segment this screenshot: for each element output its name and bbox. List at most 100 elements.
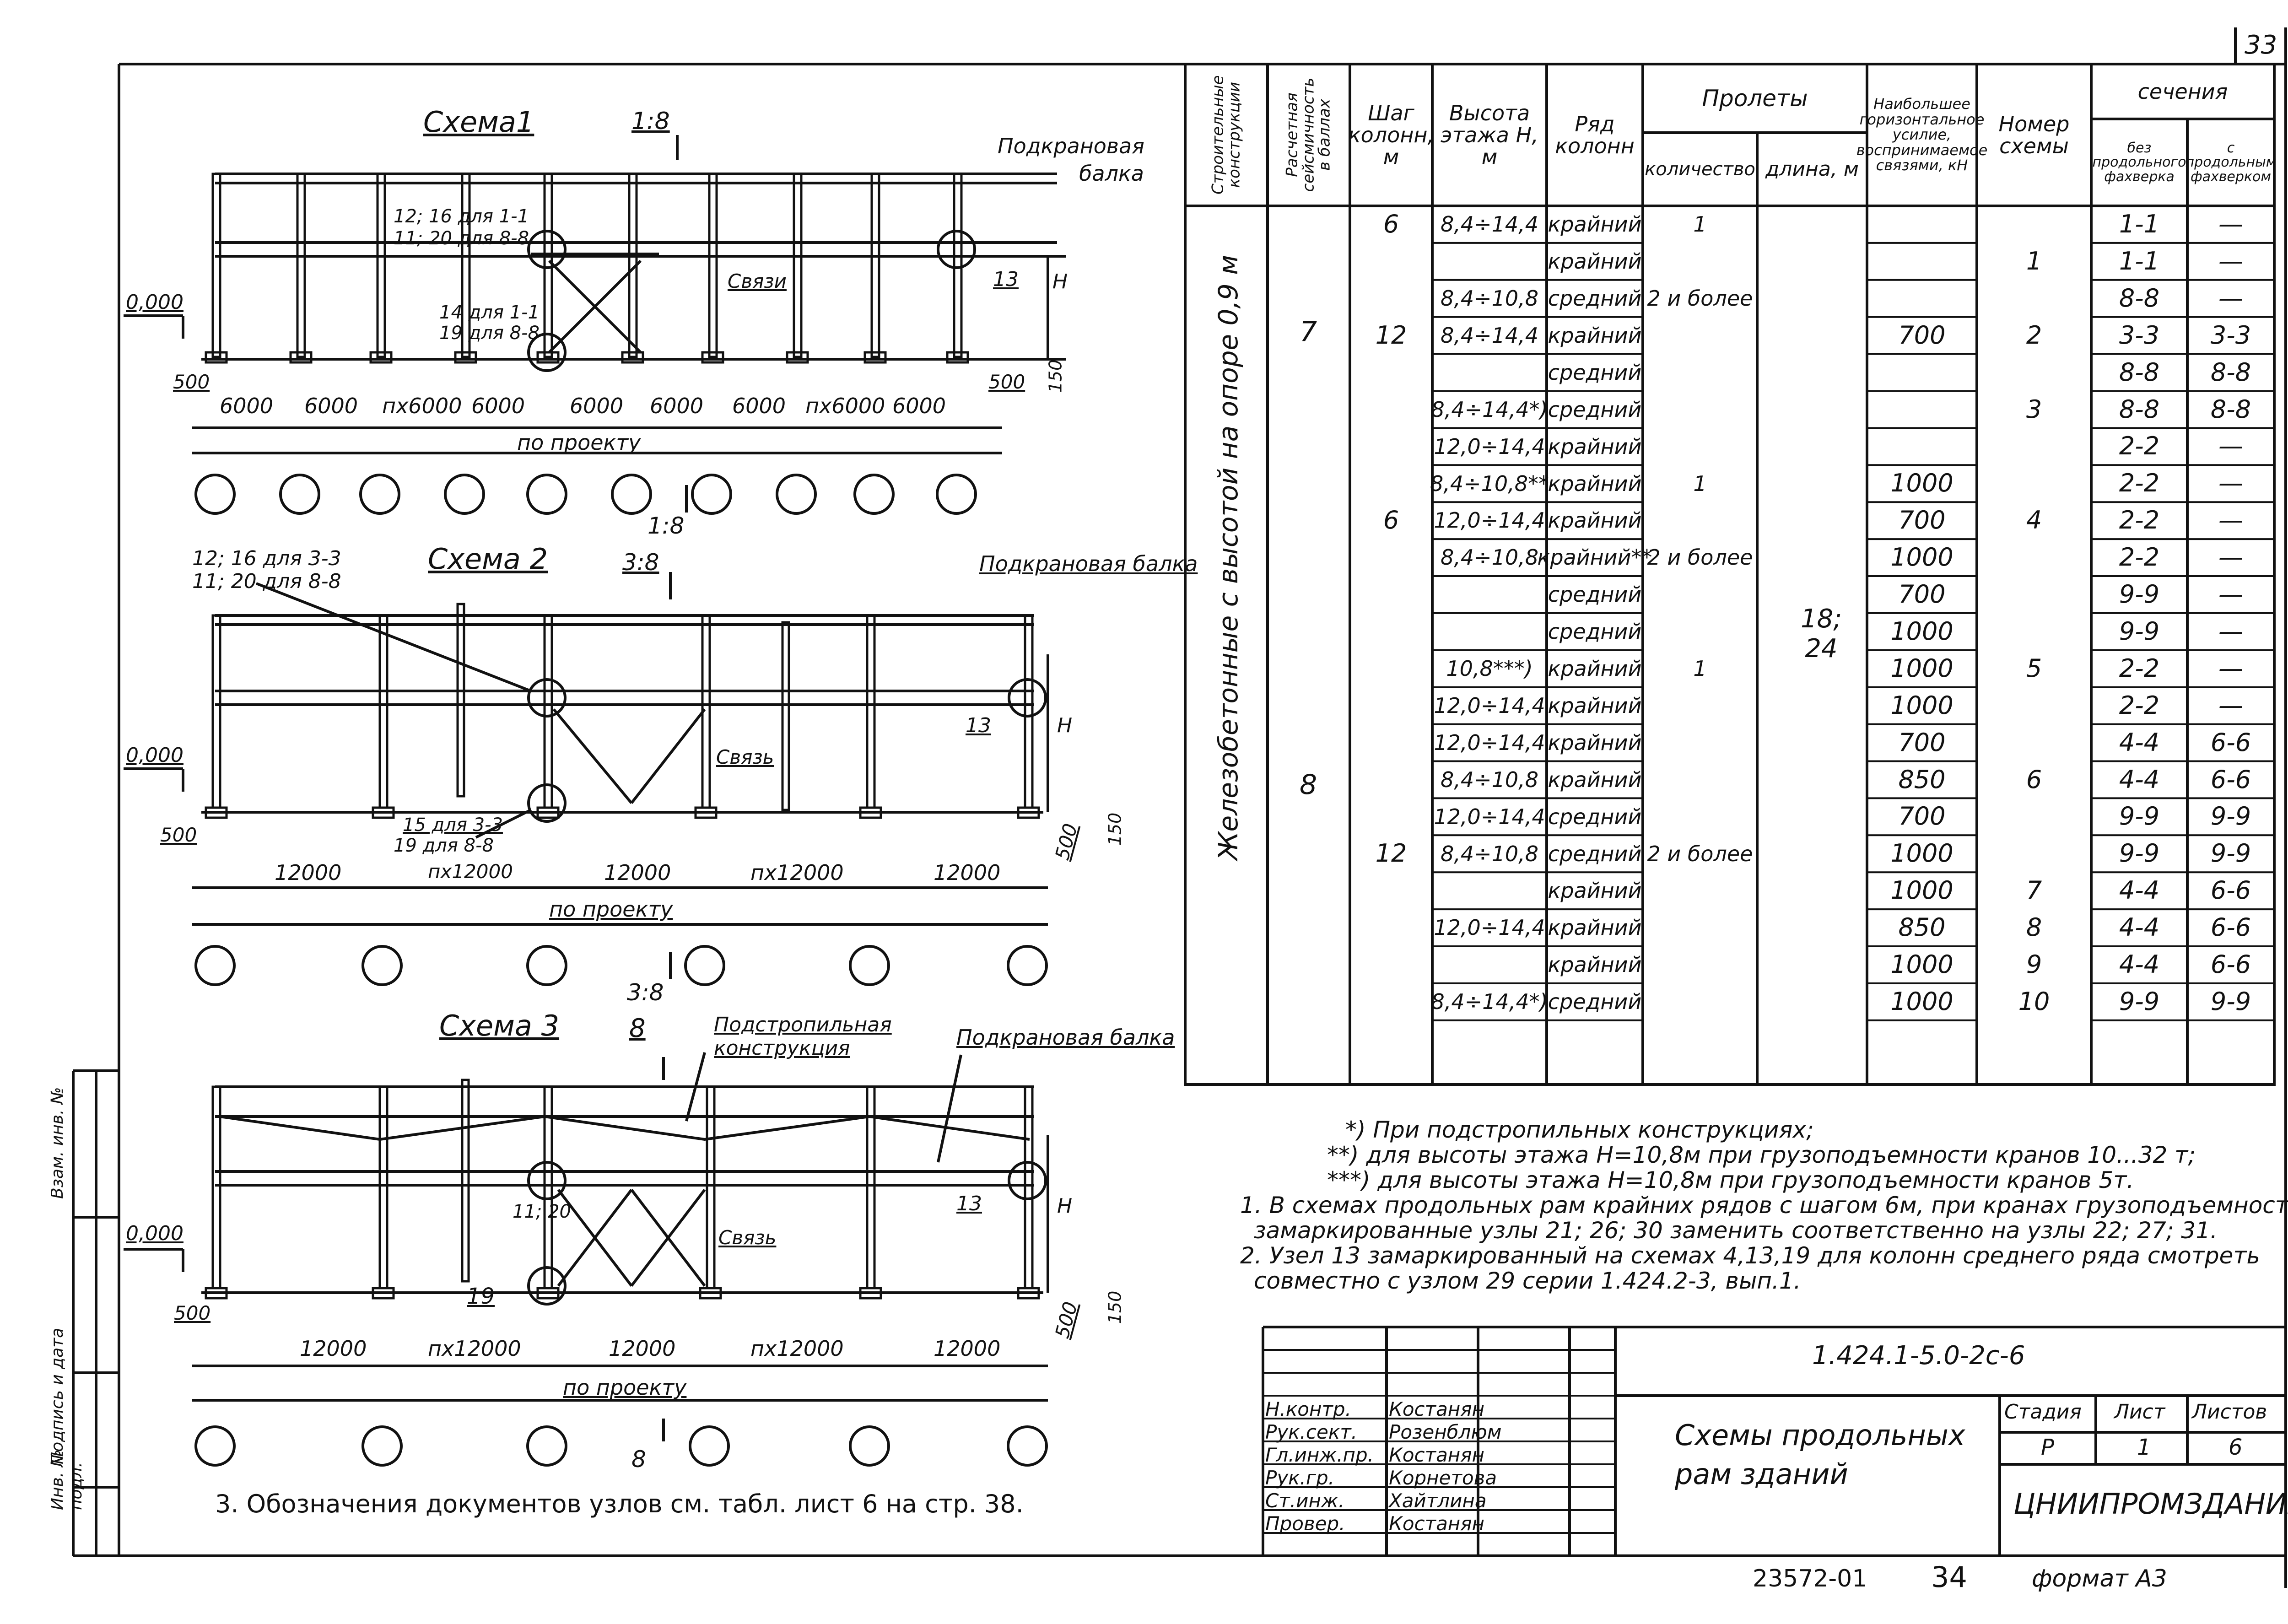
header-sections: сечения <box>2137 79 2228 104</box>
table-cell-s2: — <box>2218 469 2243 498</box>
schema-3-drawing <box>124 1052 1049 1467</box>
schema-2-h: Н <box>1057 714 1073 737</box>
schema-3-cut-top: 8 <box>629 1014 646 1043</box>
footnote-5: замаркированные узлы 21; 26; 30 заменить… <box>1254 1217 2218 1244</box>
table-cell-force: 1000 <box>1890 987 1953 1016</box>
table-cell-col: средний <box>1548 619 1642 644</box>
table-cell-count: 1 <box>1693 471 1707 496</box>
header-row: Ряд колонн <box>1555 111 1635 158</box>
schema-2-span-3: пх12000 <box>750 860 844 885</box>
role-4: Рук.гр. <box>1265 1467 1334 1489</box>
table-cell-s1: 8-8 <box>2119 357 2160 387</box>
schema-1-left-offset: 500 <box>173 371 210 393</box>
table-cell-height: 12,0÷14,4 <box>1434 434 1545 459</box>
schema-2-node-lower-1: 15 для 3-3 <box>403 815 503 836</box>
schema-1-cut-top: 1:8 <box>631 108 670 135</box>
table-cell-s2: 6-6 <box>2210 876 2251 905</box>
table-cell-s2: — <box>2218 283 2243 313</box>
table-cell-scheme: 8 <box>2026 913 2042 942</box>
schema-1-span-4: 6000 <box>471 394 525 418</box>
table-cell-col: средний <box>1548 841 1642 866</box>
sheet-title-1: Схемы продольных <box>1675 1419 1965 1452</box>
schema-1-right-offset: 500 <box>988 371 1025 393</box>
table-cell-col: крайний <box>1548 508 1642 533</box>
header-force: Наибольшее горизонтальное усилие, воспри… <box>1856 95 1988 174</box>
schema-3-span-4: пх12000 <box>750 1336 844 1361</box>
table-cell-s1: 4-4 <box>2119 913 2160 942</box>
schema-1-crane-beam: Подкрановая балка <box>998 134 1144 186</box>
table-cell-col: крайний <box>1548 952 1642 977</box>
table-cell-scheme: 10 <box>2018 987 2050 1016</box>
schema-1-span-1: 6000 <box>220 394 274 418</box>
table-cell-s2: — <box>2218 616 2243 646</box>
table-cell-s2: — <box>2218 506 2243 535</box>
footnote-3: ***) для высоты этажа Н=10,8м при грузоп… <box>1327 1167 2134 1193</box>
schema-2-span-1: 12000 <box>275 860 342 885</box>
footnote-4: 1. В схемах продольных рам крайних рядов… <box>1240 1192 2288 1219</box>
schema-3-project: по проекту <box>563 1375 687 1400</box>
table-cell-force: 1000 <box>1890 691 1953 720</box>
table-cell-force: 700 <box>1898 580 1946 609</box>
table-cell-s1: 1-1 <box>2119 246 2160 275</box>
schema-1-project: по проекту <box>517 430 641 455</box>
name-4: Корнетова <box>1389 1467 1497 1489</box>
header-sec-with: с продольным фахверком <box>2185 140 2277 185</box>
schema-3-node-13: 13 <box>956 1192 982 1215</box>
role-2: Рук.сект. <box>1265 1421 1358 1443</box>
inventory-number: 23572-01 <box>1753 1565 1867 1592</box>
table-cell-count: 2 и более <box>1647 545 1753 570</box>
table-cell-height: 8,4÷10,8 <box>1440 545 1539 570</box>
schema-3-brace: Связь <box>718 1226 777 1249</box>
header-count: количество <box>1645 159 1755 180</box>
table-cell-s1: 2-2 <box>2119 543 2160 572</box>
header-height: Высота этажа Н, м <box>1441 100 1538 170</box>
table-cell-height: 8,4÷10,8 <box>1440 767 1539 792</box>
stage-value: Р <box>2041 1435 2054 1460</box>
schema-2-node-13: 13 <box>966 714 991 737</box>
header-length: длина, м <box>1765 157 1859 181</box>
schema-3-span-1: 12000 <box>300 1336 367 1361</box>
table-cell-step: 6 <box>1383 506 1399 535</box>
table-cell-scheme: 5 <box>2026 653 2042 683</box>
table-cell-col: крайний <box>1548 656 1642 681</box>
table-cell-step: 12 <box>1375 320 1407 350</box>
table-cell-force: 850 <box>1898 765 1946 794</box>
table-cell-s1: 8-8 <box>2119 394 2160 424</box>
table-cell-force: 700 <box>1898 506 1946 535</box>
table-cell-force: 1000 <box>1890 616 1953 646</box>
schema-1-span-7: 6000 <box>732 394 786 418</box>
table-cell-s1: 8-8 <box>2119 283 2160 313</box>
table-cell-s1: 9-9 <box>2119 616 2160 646</box>
table-cell-s1: 2-2 <box>2119 653 2160 683</box>
table-cell-force: 1000 <box>1890 876 1953 905</box>
table-cell-force: 700 <box>1898 728 1946 757</box>
table-cell-col: средний <box>1548 804 1642 829</box>
table-cell-s1: 2-2 <box>2119 506 2160 535</box>
role-1: Н.контр. <box>1265 1398 1351 1420</box>
table-cell-s2: — <box>2218 210 2243 239</box>
table-cell-s1: 4-4 <box>2119 876 2160 905</box>
table-cell-count: 2 и более <box>1647 286 1753 311</box>
table-cell-s1: 9-9 <box>2119 580 2160 609</box>
schema-1-cut-bottom: 1:8 <box>648 513 685 539</box>
schema-1-span-8: пх6000 <box>805 394 885 418</box>
footnote-6: 2. Узел 13 замаркированный на схемах 4,1… <box>1240 1242 2260 1269</box>
table-cell-s2: 8-8 <box>2210 357 2251 387</box>
organization: ЦНИИПРОМЗДАНИЙ <box>2013 1487 2288 1521</box>
table-cell-s1: 9-9 <box>2119 839 2160 868</box>
table-cell-col: крайний <box>1548 323 1642 348</box>
table-cell-s2: 6-6 <box>2210 765 2251 794</box>
footnote-7: совместно с узлом 29 серии 1.424.2-3, вы… <box>1254 1268 1801 1294</box>
table-cell-count: 2 и более <box>1647 841 1753 866</box>
seismic-8: 8 <box>1300 769 1317 801</box>
table-cell-col: крайний <box>1548 471 1642 496</box>
table-cell-col: крайний <box>1548 693 1642 718</box>
schema-1-node-upper-1: 12; 16 для 1-1 <box>394 206 529 227</box>
table-cell-scheme: 6 <box>2026 765 2042 794</box>
table-cell-scheme: 4 <box>2026 506 2042 535</box>
schema-2-span-4: 12000 <box>934 860 1001 885</box>
table-cell-s2: — <box>2218 432 2243 461</box>
table-cell-force: 850 <box>1898 913 1946 942</box>
table-cell-height: 8,4÷10,8 <box>1440 286 1539 311</box>
